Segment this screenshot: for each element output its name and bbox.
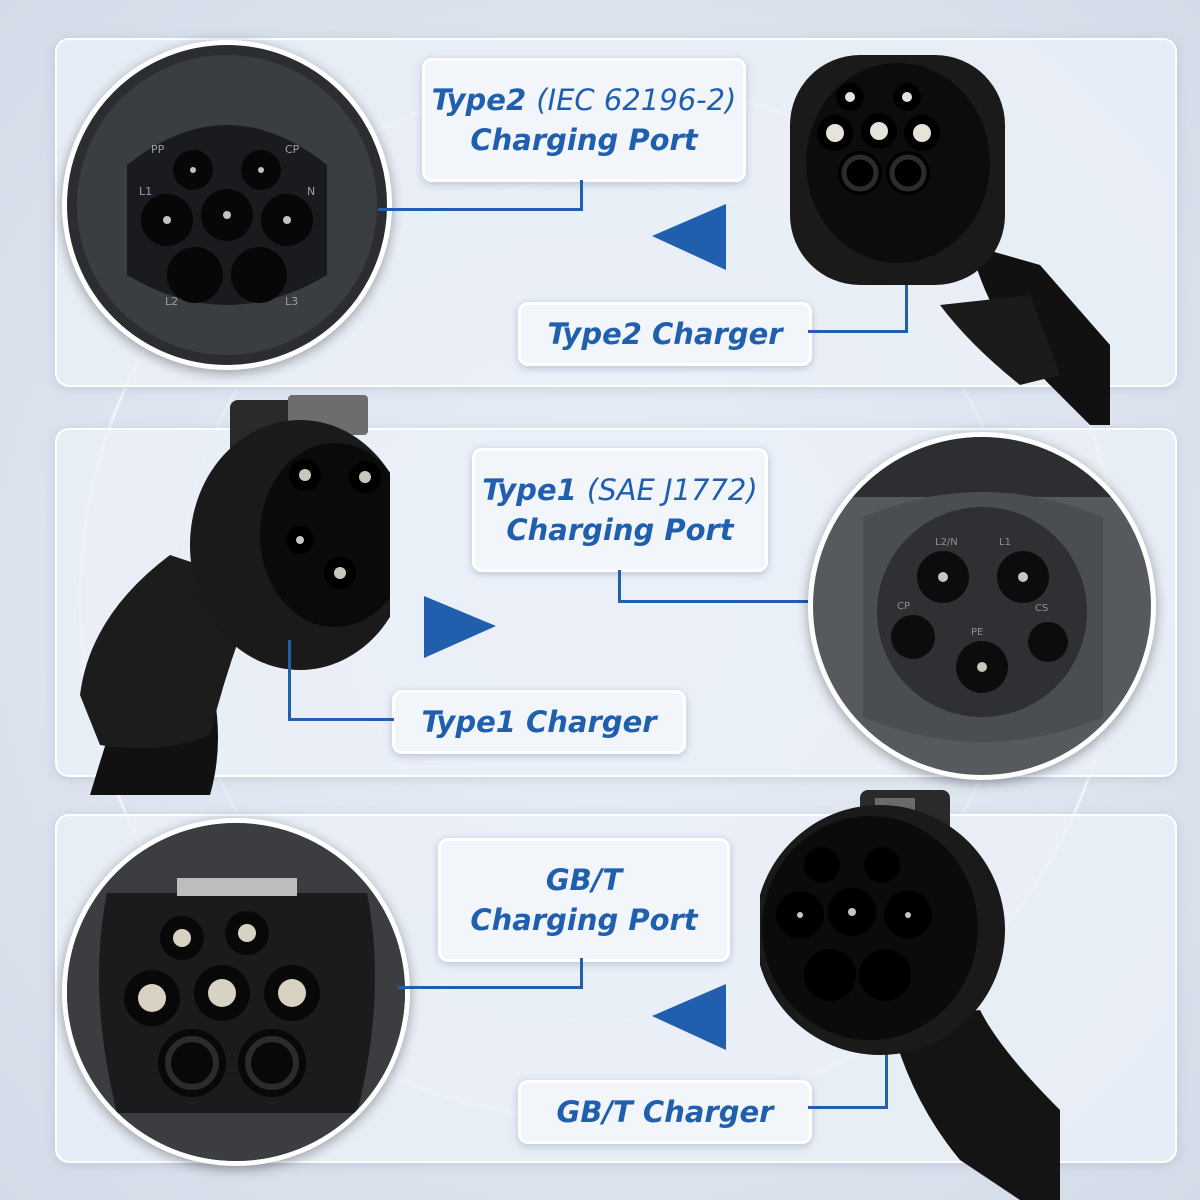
charger-label: GB/T Charger xyxy=(556,1095,774,1129)
type1-charger-label: Type1 Charger xyxy=(392,690,686,754)
pin-label: CP xyxy=(897,601,910,612)
left-arrow-icon xyxy=(652,984,726,1050)
pin-label: L1 xyxy=(139,185,152,198)
type2-charger-plug-image xyxy=(790,55,1110,425)
pin-label: PP xyxy=(151,143,165,156)
pin-label: L2 xyxy=(165,295,178,308)
pin-label: N xyxy=(307,185,315,198)
connector-line xyxy=(378,208,583,211)
charger-label: Type1 Charger xyxy=(421,705,657,739)
connector-line xyxy=(808,330,908,333)
port-type-name: Type1 xyxy=(482,473,577,507)
port-standard: (IEC 62196-2) xyxy=(536,83,737,117)
left-arrow-icon xyxy=(652,204,726,270)
type1-port-label: Type1 (SAE J1772) Charging Port xyxy=(472,448,768,572)
port-subtitle: Charging Port xyxy=(470,123,698,157)
port-type-name: Type2 xyxy=(431,83,527,117)
port-subtitle: Charging Port xyxy=(506,513,734,547)
charger-label: Type2 Charger xyxy=(547,317,783,351)
connector-line xyxy=(618,570,621,602)
right-arrow-icon xyxy=(424,596,496,658)
connector-line xyxy=(288,640,291,720)
type1-charger-plug-image xyxy=(80,395,390,795)
gbt-charger-label: GB/T Charger xyxy=(518,1080,812,1144)
connector-line xyxy=(580,958,583,988)
type2-charger-label: Type2 Charger xyxy=(518,302,812,366)
pin-label: PE xyxy=(971,627,983,638)
pin-label: L2/N xyxy=(935,537,958,548)
connector-line xyxy=(885,1030,888,1109)
type2-port-label: Type2 (IEC 62196-2) Charging Port xyxy=(422,58,746,182)
connector-line xyxy=(580,180,583,210)
type1-port-image: L2/N L1 CP PE CS xyxy=(808,432,1156,780)
port-standard: (SAE J1772) xyxy=(586,473,758,507)
port-subtitle: Charging Port xyxy=(470,903,698,937)
connector-line xyxy=(808,1106,888,1109)
pin-label: CS xyxy=(1035,603,1048,614)
connector-line xyxy=(618,600,808,603)
connector-line xyxy=(288,718,394,721)
gbt-port-label: GB/T Charging Port xyxy=(438,838,730,962)
type2-port-image: PP CP L1 N L2 L3 xyxy=(62,40,392,370)
pin-label: L1 xyxy=(999,537,1011,548)
connector-line xyxy=(398,986,583,989)
gbt-port-image xyxy=(62,818,410,1166)
pin-label: L3 xyxy=(285,295,298,308)
gbt-charger-plug-image xyxy=(760,790,1060,1200)
connector-line xyxy=(905,245,908,333)
pin-label: CP xyxy=(285,143,300,156)
port-type-name: GB/T xyxy=(545,863,623,897)
